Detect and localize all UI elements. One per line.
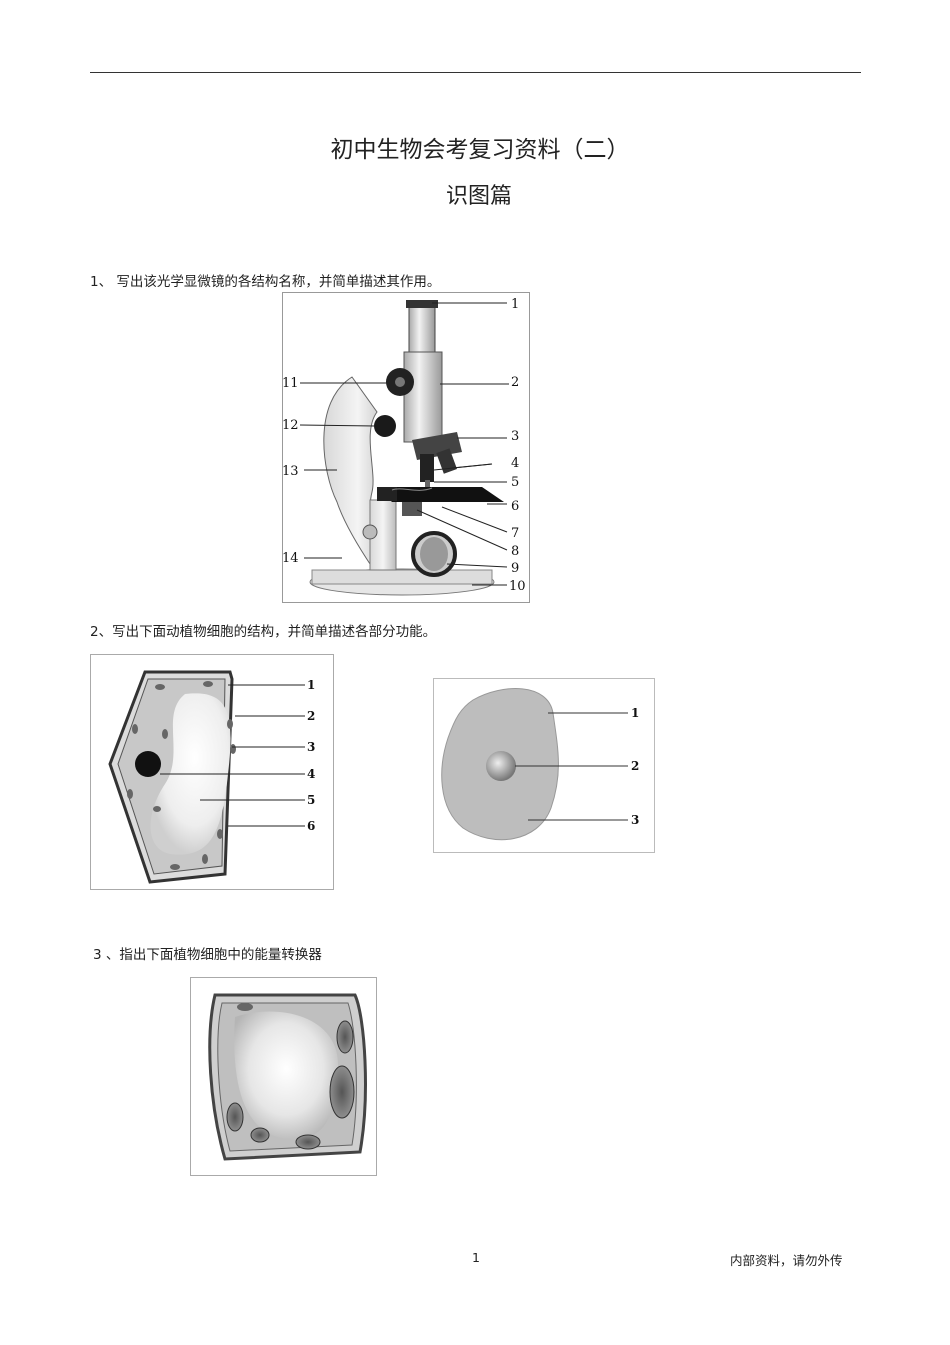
microscope-leader-lines [299, 302, 509, 586]
microscope-label-3: 3 [511, 429, 519, 444]
microscope-label-5: 5 [511, 475, 519, 490]
header-rule [90, 72, 861, 73]
microscope-label-11: 11 [282, 376, 299, 391]
vacuole-2 [234, 1011, 339, 1140]
plant-cell-energy-figure [190, 977, 377, 1176]
nucleus [135, 751, 161, 777]
microscope-figure: 1 2 3 4 5 6 7 8 9 10 11 12 13 14 [282, 292, 530, 603]
page-subtitle: 识图篇 [445, 184, 512, 209]
animal-cell-figure: 1 2 3 [433, 678, 655, 853]
microscope-label-1: 1 [511, 297, 519, 312]
body-tube [403, 351, 443, 443]
animal-nucleus [486, 751, 516, 781]
chloroplasts-2 [226, 1003, 355, 1150]
animal-cell-leader-lines [515, 712, 628, 821]
plant-cell-figure: 1 2 3 4 5 6 [90, 654, 334, 890]
microscope-label-4: 4 [511, 456, 519, 471]
animal-cell-label-2: 2 [631, 759, 639, 773]
objective-lens [420, 454, 434, 482]
plant-cell-label-6: 6 [307, 819, 315, 833]
microscope-label-13: 13 [282, 464, 299, 479]
eyepiece [408, 303, 436, 355]
question-1: 1、 写出该光学显微镜的各结构名称，并简单描述其作用。 [90, 274, 441, 290]
microscope-label-7: 7 [511, 526, 519, 541]
page-title: 初中生物会考复习资料（二） [330, 137, 630, 163]
footer-note: 内部资料，请勿外传 [730, 1253, 843, 1268]
stage [377, 487, 504, 502]
plant-cell-label-1: 1 [307, 678, 315, 692]
animal-cell-label-3: 3 [631, 813, 639, 827]
plant-cell-label-5: 5 [307, 793, 315, 807]
chloroplasts [127, 681, 236, 870]
microscope-label-10: 10 [509, 579, 526, 594]
plant-cell-label-2: 2 [307, 709, 315, 723]
page-number: 1 [472, 1250, 480, 1265]
plant-cell-label-3: 3 [307, 740, 315, 754]
question-3: 3 、指出下面植物细胞中的能量转换器 [93, 947, 322, 963]
plant-cell-leader-lines [160, 684, 305, 827]
plant-cell-label-4: 4 [307, 767, 315, 781]
microscope-label-14: 14 [282, 551, 299, 566]
microscope-label-2: 2 [511, 375, 519, 390]
microscope-frame [282, 292, 530, 603]
question-2: 2、写出下面动植物细胞的结构，并简单描述各部分功能。 [90, 624, 437, 640]
microscope-label-8: 8 [511, 544, 519, 559]
microscope-label-6: 6 [511, 499, 519, 514]
fine-adjustment-knob [374, 415, 396, 437]
microscope-label-9: 9 [511, 561, 519, 576]
microscope-label-12: 12 [282, 418, 299, 433]
animal-cell-label-1: 1 [631, 706, 639, 720]
